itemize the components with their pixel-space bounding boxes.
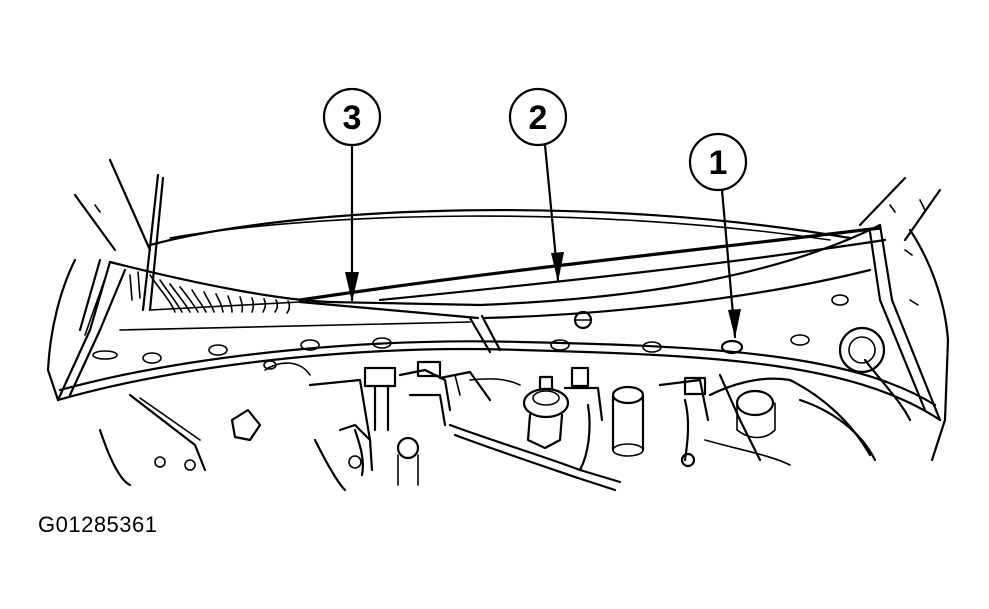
cowl-grille-ribs — [129, 271, 291, 314]
wiper-arm — [141, 173, 165, 312]
wiper-pivot-cap — [831, 294, 886, 374]
callout-2: 2 — [508, 87, 568, 282]
callout-1: 1 — [688, 132, 748, 339]
engine-compartment — [46, 228, 950, 492]
egr-valve — [522, 375, 570, 450]
cowl-vent-holes — [92, 334, 810, 364]
oil-filler-tube — [611, 385, 645, 457]
callout-2-label: 2 — [529, 99, 548, 137]
callout-1-label: 1 — [709, 144, 728, 182]
windshield — [73, 158, 942, 252]
callout-3: 3 — [322, 87, 382, 302]
cowl-fastener — [573, 310, 593, 330]
cowl-vent-panel — [56, 223, 942, 422]
callout-3-label: 3 — [343, 99, 362, 137]
figure-id-label: G01285361 — [38, 512, 158, 537]
reservoir-cap — [735, 389, 776, 439]
